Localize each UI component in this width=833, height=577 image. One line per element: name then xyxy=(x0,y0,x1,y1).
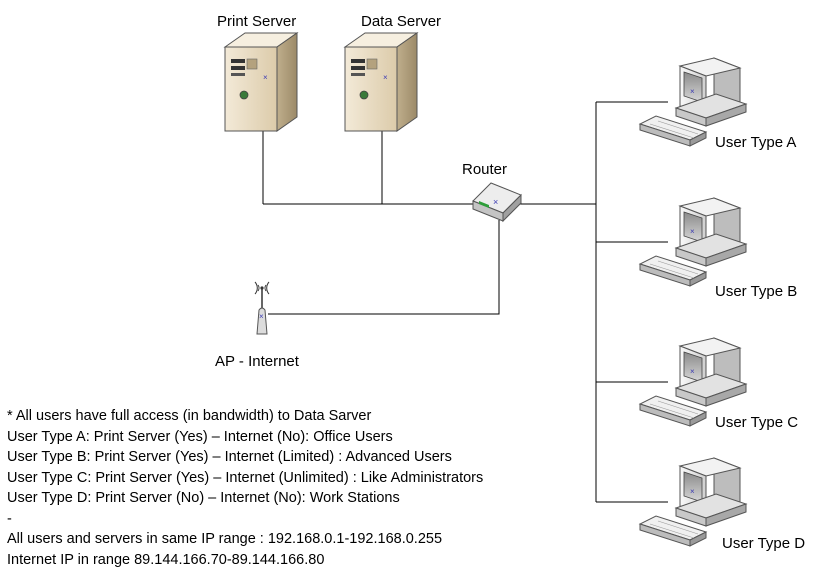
note-line: All users and servers in same IP range :… xyxy=(7,531,443,547)
router-label: Router xyxy=(462,161,508,178)
svg-text:×: × xyxy=(493,197,498,207)
svg-text:×: × xyxy=(259,312,264,321)
print-server-icon xyxy=(224,32,298,132)
router-icon: × xyxy=(472,182,522,223)
connection-lines xyxy=(262,101,668,503)
wireless-access-point-icon: × xyxy=(254,281,270,335)
data-server-label: Data Server xyxy=(361,13,442,30)
user-a-label: User Type A xyxy=(715,134,797,151)
user-c-label: User Type C xyxy=(715,414,799,431)
note-line: - xyxy=(7,510,12,527)
note-line: * All users have full access (in bandwid… xyxy=(7,408,372,424)
note-line: Internet IP in range 89.144.166.70-89.14… xyxy=(7,551,325,568)
link-router-ap xyxy=(268,220,500,315)
print-server-label: Print Server xyxy=(217,13,297,30)
user-b-label: User Type B xyxy=(715,283,798,300)
note-line: User Type A: Print Server (Yes) – Intern… xyxy=(7,428,393,445)
notes-block: * All users have full access (in bandwid… xyxy=(7,406,483,570)
ap-label: AP - Internet xyxy=(215,353,299,370)
note-line: User Type C: Print Server (Yes) – Intern… xyxy=(7,469,484,486)
user-d-label: User Type D xyxy=(722,535,806,552)
note-line: User Type D: Print Server (No) – Interne… xyxy=(7,490,400,506)
data-server-icon xyxy=(344,32,418,132)
note-line: User Type B: Print Server (Yes) – Intern… xyxy=(7,449,452,465)
